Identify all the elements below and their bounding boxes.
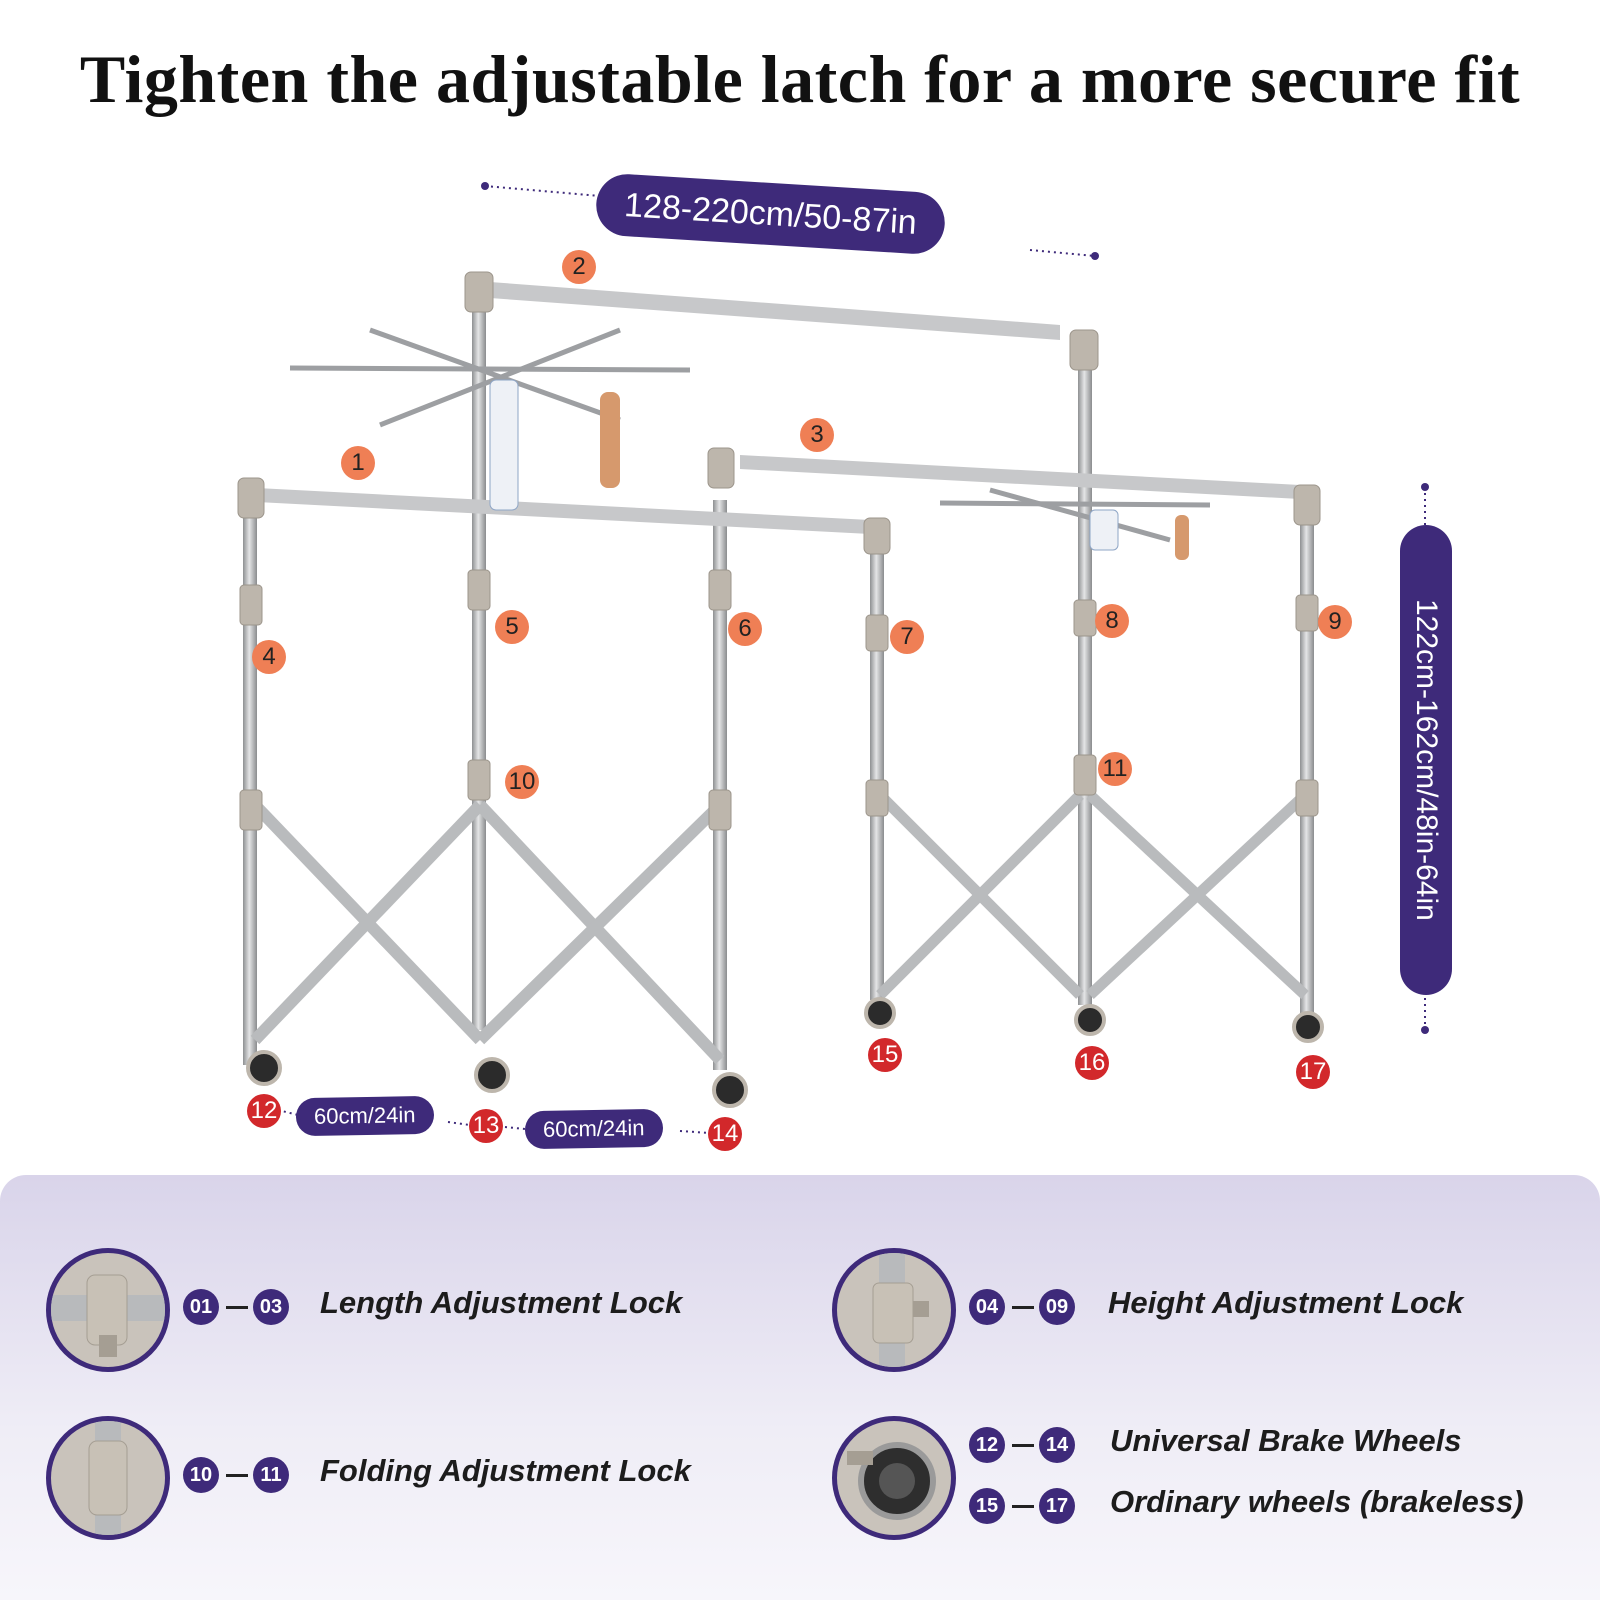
marker-9: 9 (1318, 605, 1352, 639)
marker-17: 17 (1296, 1055, 1330, 1089)
legend-num-from: 01 (183, 1289, 219, 1325)
wheels (246, 997, 1324, 1108)
marker-1: 1 (341, 446, 375, 480)
brake-wheel-icon (832, 1416, 956, 1540)
legend-dash (1012, 1306, 1034, 1309)
marker-11: 11 (1098, 752, 1132, 786)
legend-num-to: 09 (1039, 1289, 1075, 1325)
marker-2: 2 (562, 250, 596, 284)
legend-dash (1012, 1444, 1034, 1447)
legend-num-from: 04 (969, 1289, 1005, 1325)
legend-label-folding-lock: Folding Adjustment Lock (320, 1453, 691, 1488)
legend-num-from: 10 (183, 1457, 219, 1493)
marker-10: 10 (505, 765, 539, 799)
length-lock-icon (46, 1248, 170, 1372)
legend-num-from: 15 (969, 1488, 1005, 1524)
marker-14: 14 (708, 1117, 742, 1151)
folding-lock-icon (46, 1416, 170, 1540)
legend-num-from: 12 (969, 1427, 1005, 1463)
legend-num-to: 11 (253, 1457, 289, 1493)
sock-hanger (289, 327, 1211, 543)
legend-num-to: 14 (1039, 1427, 1075, 1463)
right-frame (740, 455, 1314, 1020)
legend-num-to: 17 (1039, 1488, 1075, 1524)
marker-13: 13 (469, 1109, 503, 1143)
hanging-laundry (489, 379, 1189, 560)
spacing-label-right: 60cm/24in (524, 1108, 663, 1150)
marker-7: 7 (890, 620, 924, 654)
spacing-label-left: 60cm/24in (295, 1095, 434, 1137)
legend-dash (1012, 1505, 1034, 1508)
page-title: Tighten the adjustable latch for a more … (79, 41, 1521, 117)
legend-panel (0, 1175, 1600, 1600)
height-lock-icon (832, 1248, 956, 1372)
marker-4: 4 (252, 640, 286, 674)
marker-8: 8 (1095, 604, 1129, 638)
legend-label-length-lock: Length Adjustment Lock (320, 1285, 683, 1320)
marker-15: 15 (868, 1038, 902, 1072)
legend-label-height-lock: Height Adjustment Lock (1108, 1285, 1464, 1320)
marker-6: 6 (728, 612, 762, 646)
dimension-lines (277, 185, 1426, 1134)
marker-12: 12 (247, 1094, 281, 1128)
marker-5: 5 (495, 610, 529, 644)
marker-16: 16 (1075, 1046, 1109, 1080)
legend-dash (226, 1306, 248, 1309)
joints (237, 271, 1321, 831)
front-frame (243, 488, 870, 1070)
drying-rack-illustration (237, 182, 1429, 1134)
legend-label-ordinary-wheels: Ordinary wheels (brakeless) (1110, 1484, 1524, 1519)
legend-label-brake-wheels: Universal Brake Wheels (1110, 1423, 1462, 1458)
marker-3: 3 (800, 418, 834, 452)
legend-num-to: 03 (253, 1289, 289, 1325)
legend-dash (226, 1474, 248, 1477)
height-dimension-label: 122cm-162cm/48in-64in (1400, 525, 1452, 995)
